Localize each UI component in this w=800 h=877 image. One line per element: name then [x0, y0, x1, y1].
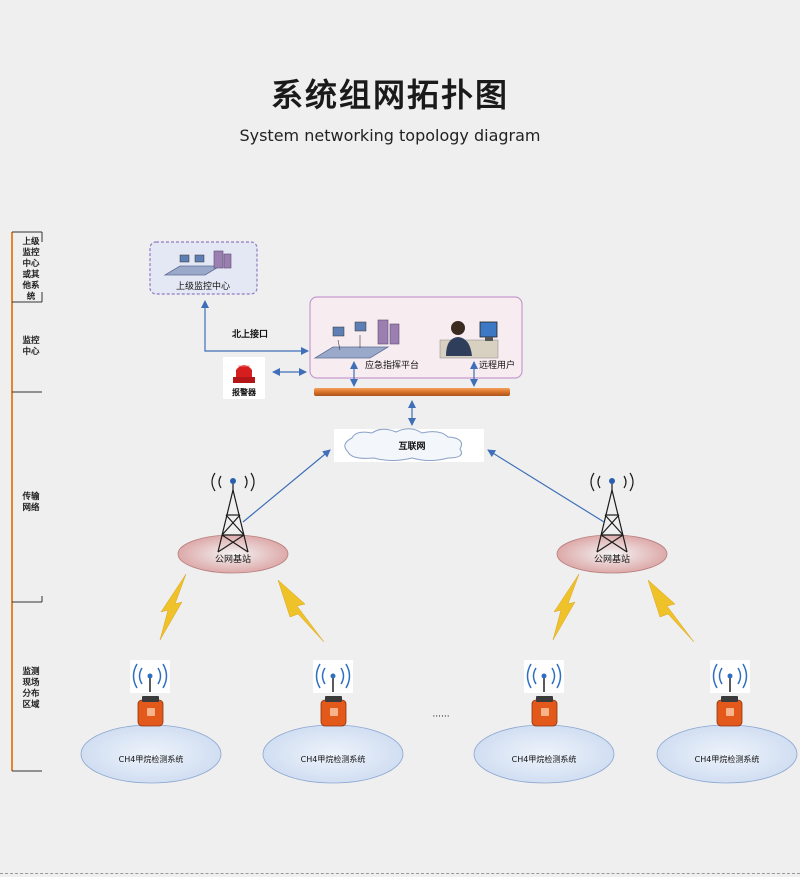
network-workstation-icon	[163, 250, 232, 276]
detection-system-2-label: CH4甲烷检测系统	[301, 754, 366, 764]
right-tower-internet-link	[487, 449, 605, 523]
wireless-signal-icon	[132, 663, 168, 692]
alarm-icon	[233, 365, 255, 383]
wireless-signal-icon	[315, 663, 351, 692]
side-label-1-line2: 监控	[22, 247, 40, 258]
gas-sensor-icon	[716, 696, 743, 727]
side-label-1-line4: 或其	[22, 269, 40, 280]
wireless-links	[159, 573, 695, 643]
base-station-left: 公网基站	[177, 472, 289, 574]
upper-monitoring-center: 上级监控中心	[149, 241, 258, 295]
command-platform-label: 应急指挥平台	[365, 359, 419, 371]
left-tower-internet-link	[242, 449, 331, 523]
command-platform-icon	[313, 319, 400, 359]
lightning-bolt-icon	[647, 579, 695, 643]
alarm-device: 报警器	[223, 357, 265, 399]
monitoring-center: 应急指挥平台 远程用户	[309, 296, 523, 379]
detection-system-3-label: CH4甲烷检测系统	[512, 754, 577, 764]
wireless-signal-icon	[526, 663, 562, 692]
base-station-left-label: 公网基站	[215, 553, 251, 565]
remote-user-icon	[439, 321, 499, 359]
bottom-divider	[0, 873, 800, 874]
tower-icon-left	[211, 472, 255, 553]
side-label-4-line4: 区域	[22, 699, 40, 710]
north-interface-label: 北上接口	[232, 328, 268, 340]
lightning-bolt-icon	[159, 573, 187, 641]
side-label-1-line5: 他系	[21, 280, 40, 291]
detection-system-4: CH4甲烷检测系统	[656, 660, 798, 784]
lightning-bolt-icon	[277, 579, 325, 643]
wireless-signal-icon	[712, 663, 748, 692]
detection-system-4-label: CH4甲烷检测系统	[695, 754, 760, 764]
detection-system-1: CH4甲烷检测系统	[80, 660, 222, 784]
side-label-1-line6: 统	[27, 291, 36, 302]
internet-cloud: 互联网	[334, 428, 484, 462]
remote-user-label: 远程用户	[479, 359, 515, 371]
upper-center-label: 上级监控中心	[176, 280, 230, 292]
side-label-1-line1: 上级	[22, 236, 40, 247]
gas-sensor-icon	[531, 696, 558, 727]
gas-sensor-icon	[137, 696, 164, 727]
network-bus-bar	[314, 388, 510, 396]
side-label-3-line2: 网络	[22, 502, 40, 513]
cloud-icon	[344, 428, 462, 461]
detection-system-2: CH4甲烷检测系统	[262, 660, 404, 784]
ellipsis-more: ······	[432, 712, 449, 722]
side-axis: 上级 监控 中心 或其 他系 统 监控 中心 传输 网络 监测 现场 分布 区域	[11, 231, 43, 772]
side-label-1-line3: 中心	[22, 258, 40, 269]
internet-label: 互联网	[398, 440, 425, 452]
side-label-4-line2: 现场	[22, 677, 40, 688]
base-station-right: 公网基站	[556, 472, 668, 574]
side-label-4-line1: 监测	[22, 666, 40, 677]
north-interface-link	[201, 300, 309, 355]
page-subtitle: System networking topology diagram	[239, 126, 541, 145]
page-title: 系统组网拓扑图	[270, 76, 509, 114]
detection-system-3: CH4甲烷检测系统	[473, 660, 615, 784]
base-station-right-label: 公网基站	[594, 553, 630, 565]
side-label-3-line1: 传输	[21, 491, 40, 502]
detection-system-1-label: CH4甲烷检测系统	[119, 754, 184, 764]
alarm-label: 报警器	[232, 387, 257, 397]
side-label-2-line1: 监控	[22, 335, 40, 346]
tower-icon-right	[590, 472, 634, 553]
side-label-2-line2: 中心	[22, 346, 40, 357]
gas-sensor-icon	[320, 696, 347, 727]
side-label-4-line3: 分布	[22, 688, 40, 699]
lightning-bolt-icon	[552, 573, 580, 641]
